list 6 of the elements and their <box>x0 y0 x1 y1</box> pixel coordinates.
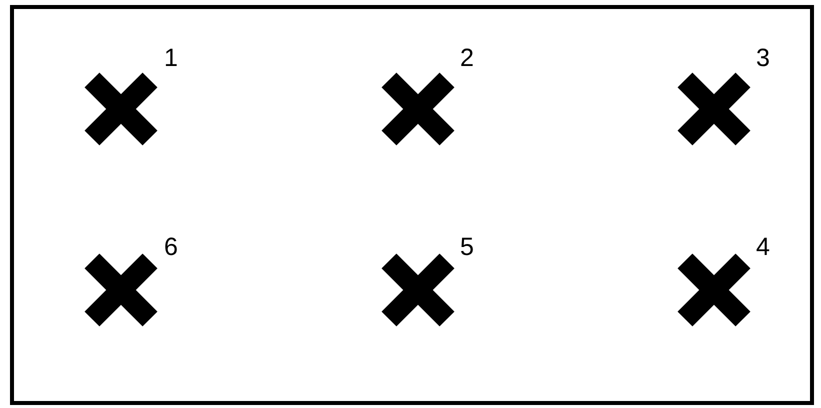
callout-number: 4 <box>756 233 770 261</box>
callout-number: 1 <box>164 44 178 72</box>
callout-number: 3 <box>756 44 770 72</box>
callout-number: 5 <box>460 233 474 261</box>
callout-number: 2 <box>460 44 474 72</box>
callout-number: 6 <box>164 233 178 261</box>
